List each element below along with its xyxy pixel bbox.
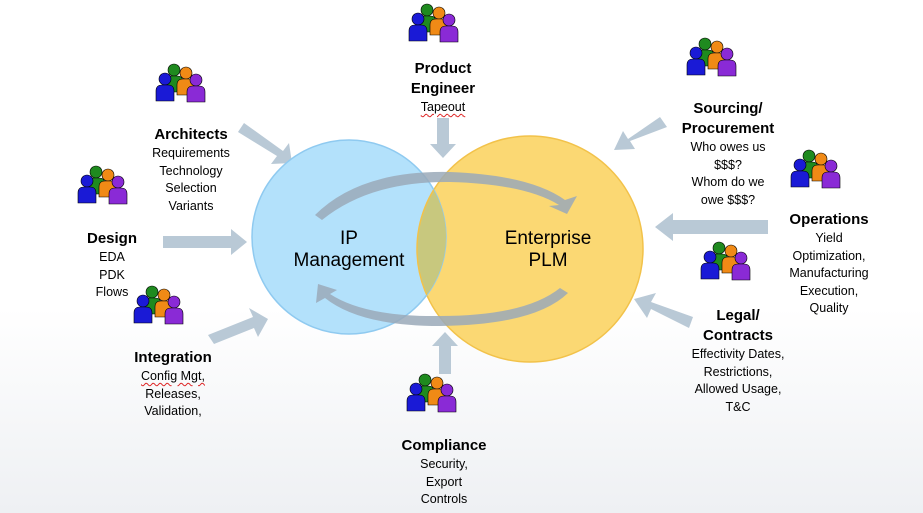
people-group-icon-compliance	[407, 374, 456, 412]
group-line: EDA	[99, 250, 125, 264]
group-line: PDK	[99, 267, 125, 282]
group-sourcing: Sourcing/ Procurement Who owes us $$$? W…	[666, 99, 790, 209]
cycle-arrow-bottom	[316, 284, 568, 326]
cycle-arrows	[315, 171, 577, 326]
cycle-arrow-top	[315, 171, 577, 220]
group-line: Restrictions,	[703, 364, 773, 379]
arrow-from-product-engineer	[430, 118, 456, 158]
group-title: Contracts	[702, 327, 773, 344]
group-title: Engineer	[410, 80, 476, 97]
group-compliance: Compliance Security, Export Controls	[384, 436, 504, 509]
group-title: Compliance	[401, 437, 487, 454]
group-product-engineer: Product Engineer Tapeout	[383, 59, 503, 117]
group-title: Procurement	[681, 120, 775, 137]
arrow-from-integration	[208, 308, 268, 344]
group-line: owe $$$?	[700, 192, 756, 207]
group-line: Flows	[95, 285, 129, 299]
people-group-icon-operations	[791, 150, 840, 188]
group-title: Integration	[134, 349, 212, 366]
group-line: Tapeout	[420, 100, 466, 114]
group-line: Controls	[420, 492, 468, 506]
group-operations: Operations Yield Optimization, Manufactu…	[774, 210, 884, 318]
group-title: Product	[414, 60, 472, 77]
group-line: Whom do we	[691, 175, 765, 189]
arrow-from-sourcing	[614, 117, 667, 150]
people-group-icon-product-engineer	[409, 4, 458, 42]
plm-label-line: Enterprise	[504, 228, 592, 249]
group-line: Releases,	[145, 386, 201, 401]
arrow-from-operations	[655, 213, 768, 241]
arrow-from-design	[163, 229, 247, 255]
group-line: Selection	[165, 181, 217, 195]
group-line: Export	[425, 474, 463, 489]
people-group-icon-sourcing	[687, 38, 736, 76]
group-line: Optimization,	[792, 248, 866, 263]
group-line: Validation,	[144, 404, 202, 418]
people-group-icon-architects	[156, 64, 205, 102]
group-legal: Legal/ Contracts Effectivity Dates, Rest…	[678, 306, 798, 416]
arrows	[163, 117, 768, 374]
arrow-from-legal	[634, 293, 693, 328]
group-title: Architects	[154, 126, 228, 143]
group-line: Allowed Usage,	[694, 382, 782, 396]
people-group-icon-design	[78, 166, 127, 204]
group-line: Quality	[809, 301, 849, 315]
group-line: Execution,	[799, 283, 859, 298]
group-line: Security,	[420, 457, 468, 471]
people-group-icon-legal	[701, 242, 750, 280]
group-title: Sourcing/	[693, 100, 763, 117]
group-integration: Integration Config Mgt, Releases, Valida…	[118, 348, 228, 421]
group-title: Legal/	[716, 307, 760, 324]
group-title: Design	[86, 230, 137, 247]
group-title: Operations	[789, 211, 869, 228]
group-line: T&C	[725, 399, 751, 414]
ip-label-line: IP	[340, 228, 358, 249]
plm-label-line: PLM	[528, 250, 568, 271]
group-line: Variants	[168, 198, 214, 213]
group-design: Design EDA PDK Flows	[62, 229, 162, 302]
arrow-from-architects	[238, 123, 292, 164]
group-line: Requirements	[152, 146, 230, 160]
ip-management-label: IP Management	[271, 228, 427, 272]
group-line: Manufacturing	[789, 266, 869, 280]
group-line: $$$?	[714, 157, 742, 172]
group-line: Effectivity Dates,	[691, 347, 785, 361]
arrow-from-compliance	[432, 332, 458, 374]
group-line: Config Mgt,	[141, 369, 205, 383]
enterprise-plm-label: Enterprise PLM	[470, 228, 626, 272]
group-line: Who owes us	[690, 140, 766, 154]
ip-label-line: Management	[293, 250, 405, 271]
group-line: Yield	[815, 231, 843, 245]
group-line: Technology	[159, 163, 223, 178]
group-architects: Architects Requirements Technology Selec…	[131, 125, 251, 215]
